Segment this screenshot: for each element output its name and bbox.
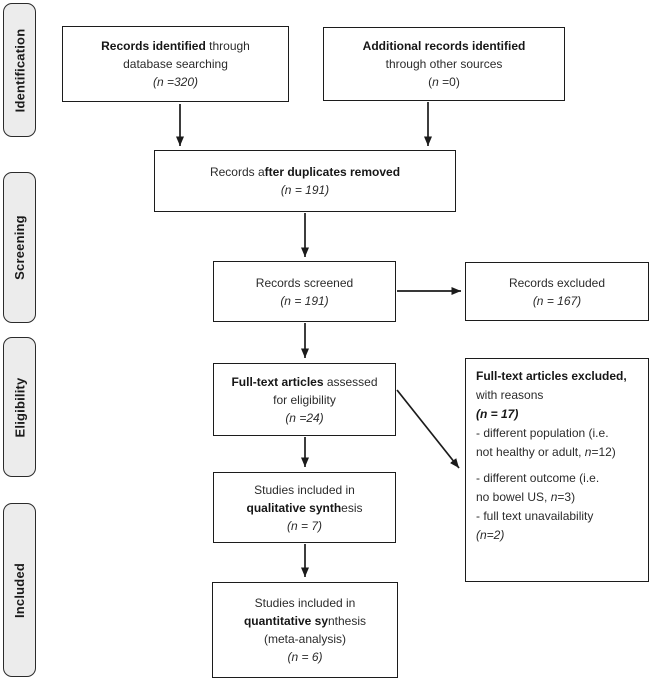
box-fulltext-excluded: Full-text articles excluded, with reasons… [465,358,649,582]
stage-label-included-text: Included [12,562,27,618]
box-text-line: (n = 191) [280,183,330,197]
box-text-line: quantitative synthesis [243,614,367,628]
stage-label-screening-text: Screening [12,215,27,280]
box-text-line: qualitative synthesis [246,500,363,515]
box-text-line: (n = 6) [287,650,323,664]
box-text-line: (n =0) [428,75,460,89]
box-text-line: Records excluded [508,275,606,290]
box-text-line: not healthy or adult, n=12) [476,445,616,459]
stage-label-screening: Screening [3,172,36,323]
box-text-line: no bowel US, n=3) [476,490,576,504]
stage-label-included: Included [3,503,36,677]
box-text-line: Records identified through [101,39,250,53]
box-text-line: Records after duplicates removed [209,165,401,179]
box-text-line: (meta-analysis) [263,632,347,646]
box-additional-records: Additional records identified through oth… [323,27,565,101]
box-records-screened: Records screened (n = 191) [213,261,396,322]
box-text-line: (n =320) [152,75,199,89]
stage-label-eligibility-text: Eligibility [12,377,28,437]
box-quantitative-synthesis: Studies included in quantitative synthesi… [212,582,398,678]
box-text-line: (n = 191) [280,293,329,308]
box-records-identified: Records identified through database searc… [62,26,289,102]
box-text-line: (n = 167) [532,293,582,308]
arrow-assessed-to-fulltext-excluded-icon [396,389,460,469]
stage-label-identification: Identification [3,3,36,137]
box-qualitative-synthesis: Studies included in qualitative synthesis… [213,472,396,543]
box-text-line: for eligibility [273,392,336,407]
box-text-line: (n=2) [476,528,505,542]
box-text-line: Studies included in [254,482,355,497]
box-text-line: (n = 17) [476,407,519,421]
box-text-line: Additional records identified [362,39,526,53]
box-text-line: Records screened [255,275,354,290]
box-text-line: - full text unavailability [476,509,594,523]
box-text-line: Studies included in [254,596,356,610]
stage-label-eligibility: Eligibility [3,337,36,477]
box-text-line: Full-text articles assessed [231,374,378,389]
box-text-line: Full-text articles excluded, [476,369,627,383]
box-text-line: (n =24) [285,410,324,425]
box-text-line: (n = 7) [286,518,322,533]
stage-label-identification-text: Identification [12,28,28,112]
box-text-line: - different outcome (i.e. [476,471,600,485]
box-text-line: - different population (i.e. [476,426,609,440]
box-text-line: database searching [123,57,228,71]
box-fulltext-assessed: Full-text articles assessed for eligibili… [213,363,396,436]
box-text-line: through other sources [385,57,503,71]
box-text-line: with reasons [476,388,544,402]
box-records-excluded: Records excluded (n = 167) [465,262,649,321]
box-duplicates-removed: Records after duplicates removed (n = 191… [154,150,456,212]
